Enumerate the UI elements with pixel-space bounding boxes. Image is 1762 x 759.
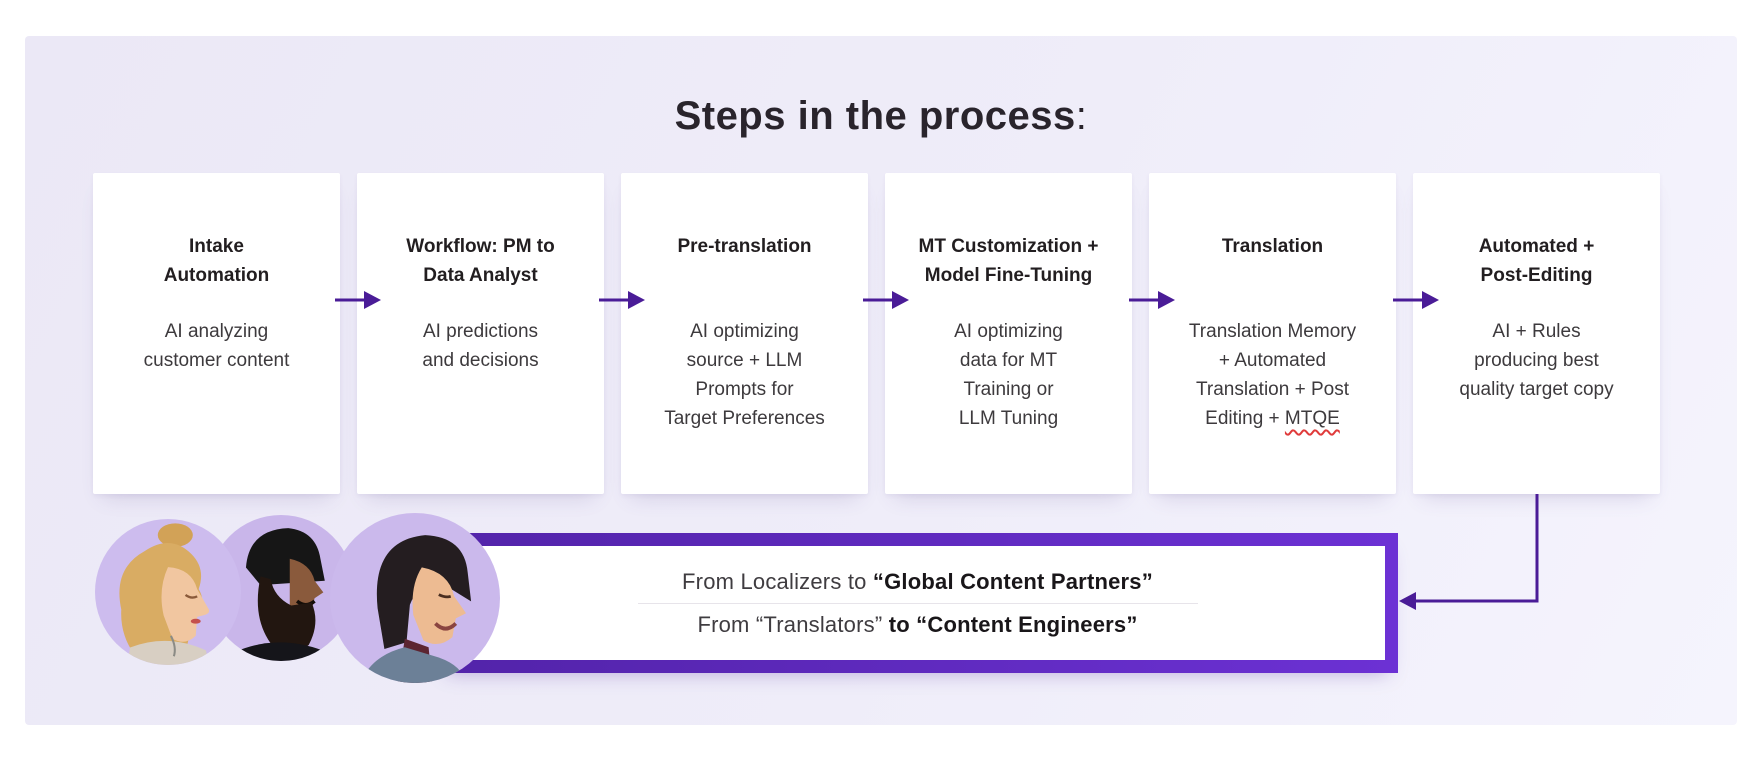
process-card-pre-translation: Pre-translation AI optimizing source + L… xyxy=(621,173,868,494)
card-body: AI + Rules producing best quality target… xyxy=(1459,321,1614,400)
card-body-text: Translation Memory + Automated Translati… xyxy=(1188,321,1357,429)
banner-line-1: From Localizers to “Global Content Partn… xyxy=(682,569,1153,595)
card-body: AI predictions and decisions xyxy=(422,321,539,371)
card-body: AI optimizing data for MT Training or LL… xyxy=(954,321,1063,429)
banner-line-2-bold: to “Content Engineers” xyxy=(888,611,1138,637)
elbow-connector-arrow-icon xyxy=(1399,494,1539,610)
process-card-workflow: Workflow: PM to Data Analyst AI predicti… xyxy=(357,173,604,494)
card-title: Pre-translation xyxy=(677,236,812,257)
page-title-colon: : xyxy=(1075,94,1088,138)
card-title: Workflow: PM to Data Analyst xyxy=(406,236,555,286)
process-cards-row: Intake Automation AI analyzing customer … xyxy=(93,173,1660,494)
card-title: Automated + Post-Editing xyxy=(1478,236,1595,286)
banner-line-1-bold: “Global Content Partners” xyxy=(872,568,1153,594)
card-title: Translation xyxy=(1221,236,1324,257)
card-body: AI optimizing source + LLM Prompts for T… xyxy=(664,321,825,429)
card-title: Intake Automation xyxy=(163,236,270,286)
smiling-woman-profile-icon xyxy=(360,535,472,683)
avatar-smiling-woman xyxy=(330,513,500,683)
avatar-bearded-man xyxy=(208,515,354,661)
banner-line-1-regular: From Localizers to xyxy=(682,568,873,594)
card-body: Translation Memory + Automated Translati… xyxy=(1167,317,1378,433)
misspelled-word: MTQE xyxy=(1284,408,1340,429)
page-title: Steps in the process: xyxy=(25,94,1737,139)
banner-line-2: From “Translators” to “Content Engineers… xyxy=(697,612,1137,638)
process-card-translation: Translation Translation Memory + Automat… xyxy=(1149,173,1396,494)
page-title-text: Steps in the process xyxy=(674,94,1076,138)
avatar-blonde-woman xyxy=(95,519,241,665)
blonde-woman-profile-icon xyxy=(119,523,210,665)
card-title: MT Customization + Model Fine-Tuning xyxy=(918,236,1099,286)
banner-line-2-regular: From “Translators” xyxy=(697,611,889,637)
card-body: AI analyzing customer content xyxy=(143,321,290,371)
slide-background: Steps in the process: Intake Automation … xyxy=(25,36,1737,725)
transformation-banner-inner: From Localizers to “Global Content Partn… xyxy=(450,546,1385,660)
process-card-automated-post-editing: Automated + Post-Editing AI + Rules prod… xyxy=(1413,173,1660,494)
process-card-mt-customization: MT Customization + Model Fine-Tuning AI … xyxy=(885,173,1132,494)
transformation-banner: From Localizers to “Global Content Partn… xyxy=(437,533,1398,673)
banner-divider xyxy=(637,602,1198,604)
bearded-man-profile-icon xyxy=(234,528,331,661)
process-card-intake-automation: Intake Automation AI analyzing customer … xyxy=(93,173,340,494)
